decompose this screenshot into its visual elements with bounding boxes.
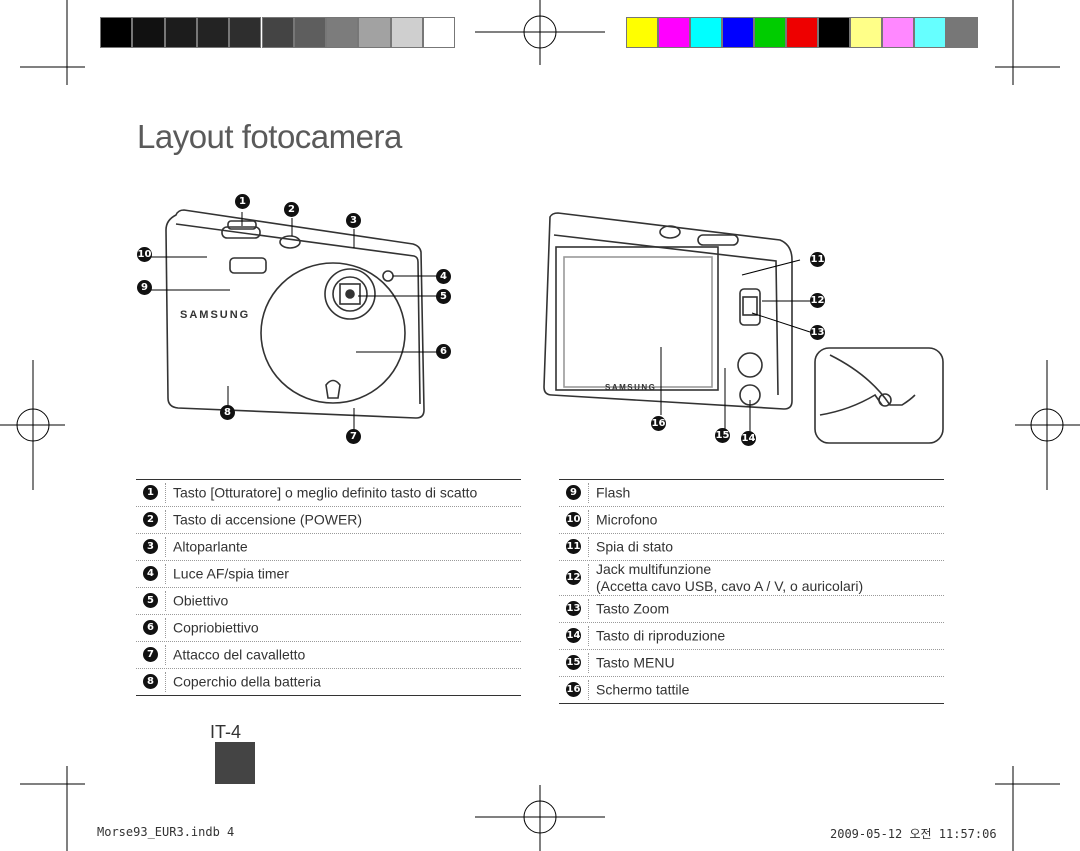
calibration-swatch (850, 17, 882, 48)
callout-11: 11 (810, 252, 825, 267)
callout-7: 7 (346, 429, 361, 444)
calibration-swatch (229, 17, 262, 48)
callout-3: 3 (346, 213, 361, 228)
callout-13: 13 (810, 325, 825, 340)
footer-datetime: 2009-05-12 오전 11:57:06 (830, 827, 997, 841)
legend-number: 4 (143, 566, 158, 581)
legend-number: 14 (566, 628, 581, 643)
calibration-swatch (390, 17, 423, 48)
calibration-swatch (132, 17, 165, 48)
calibration-swatch (326, 17, 359, 48)
camera-front-illustration: SAMSUNG (151, 209, 438, 430)
legend-row: 7 Attacco del cavalletto (136, 642, 521, 669)
calibration-swatch (196, 17, 230, 48)
legend-text: Flash (596, 484, 631, 501)
calibration-swatch (358, 17, 391, 48)
legend-text: Copriobiettivo (173, 619, 259, 636)
legend-number: 7 (143, 647, 158, 662)
calibration-swatch (818, 17, 850, 48)
legend-row: 6 Copriobiettivo (136, 615, 521, 642)
legend-row: 5 Obiettivo (136, 588, 521, 615)
legend-table-left: 1 Tasto [Otturatore] o meglio definito ta… (136, 479, 521, 696)
calibration-swatch (690, 17, 722, 48)
legend-number: 1 (143, 485, 158, 500)
footer-file-info: Morse93_EUR3.indb 4 (97, 825, 235, 839)
legend-number: 2 (143, 512, 158, 527)
legend-row: 12 Jack multifunzione(Accetta cavo USB, c… (559, 561, 944, 596)
legend-row: 9 Flash (559, 480, 944, 507)
legend-table-right: 9 Flash 10 Microfono 11 Spia di stato 12 Jack m… (559, 479, 944, 704)
legend-text: Jack multifunzione(Accetta cavo USB, cav… (596, 561, 864, 594)
calibration-swatch (946, 17, 978, 48)
page-title: Layout fotocamera (137, 118, 402, 155)
legend-text: Tasto Zoom (596, 600, 670, 617)
calibration-swatch (293, 17, 327, 48)
callout-16: 16 (651, 416, 666, 431)
brand-logo-back: SAMSUNG (605, 383, 656, 392)
legend-text: Altoparlante (173, 538, 248, 555)
callout-2: 2 (284, 202, 299, 217)
legend-number: 16 (566, 682, 581, 697)
legend-number: 6 (143, 620, 158, 635)
legend-row: 13 Tasto Zoom (559, 596, 944, 623)
legend-row: 8 Coperchio della batteria (136, 669, 521, 695)
legend-text: Tasto MENU (596, 654, 675, 671)
legend-number: 5 (143, 593, 158, 608)
legend-number: 3 (143, 539, 158, 554)
callout-4: 4 (436, 269, 451, 284)
legend-row: 3 Altoparlante (136, 534, 521, 561)
legend-text: Spia di stato (596, 538, 674, 555)
brand-logo-front: SAMSUNG (180, 309, 250, 321)
page-number: IT-4 (210, 722, 242, 742)
legend-number: 13 (566, 601, 581, 616)
legend-row: 10 Microfono (559, 507, 944, 534)
callout-15: 15 (715, 428, 730, 443)
legend-text: Schermo tattile (596, 681, 690, 698)
calibration-swatch (658, 17, 690, 48)
calibration-swatch (882, 17, 914, 48)
legend-row: 16 Schermo tattile (559, 677, 944, 703)
legend-row: 14 Tasto di riproduzione (559, 623, 944, 650)
legend-row: 4 Luce AF/spia timer (136, 561, 521, 588)
calibration-swatch (754, 17, 786, 48)
legend-row: 1 Tasto [Otturatore] o meglio definito ta… (136, 480, 521, 507)
legend-text: Microfono (596, 511, 658, 528)
legend-row: 2 Tasto di accensione (POWER) (136, 507, 521, 534)
legend-number: 11 (566, 539, 581, 554)
legend-text: Obiettivo (173, 592, 229, 609)
callout-14: 14 (741, 431, 756, 446)
legend-text: Tasto [Otturatore] o meglio definito tas… (173, 484, 478, 501)
legend-number: 9 (566, 485, 581, 500)
callout-10: 10 (137, 247, 152, 262)
camera-back-illustration: SAMSUNG (543, 212, 944, 444)
callout-5: 5 (436, 289, 451, 304)
calibration-swatch (261, 17, 294, 48)
callout-12: 12 (810, 293, 825, 308)
calibration-swatch (100, 17, 133, 48)
callout-9: 9 (137, 280, 152, 295)
legend-text: Attacco del cavalletto (173, 646, 306, 663)
legend-text: Tasto di accensione (POWER) (173, 511, 363, 528)
legend-text: Tasto di riproduzione (596, 627, 726, 644)
legend-number: 15 (566, 655, 581, 670)
legend-text: Luce AF/spia timer (173, 565, 289, 582)
callout-6: 6 (436, 344, 451, 359)
legend-number: 8 (143, 674, 158, 689)
legend-number: 12 (566, 570, 581, 585)
calibration-swatch (914, 17, 946, 48)
section-tab-marker (215, 742, 255, 784)
calibration-swatch (626, 17, 658, 48)
legend-row: 11 Spia di stato (559, 534, 944, 561)
legend-text: Coperchio della batteria (173, 673, 321, 690)
legend-row: 15 Tasto MENU (559, 650, 944, 677)
callout-8: 8 (220, 405, 235, 420)
calibration-swatch (423, 17, 456, 48)
calibration-swatch (786, 17, 818, 48)
calibration-swatch (164, 17, 197, 48)
calibration-swatch (722, 17, 754, 48)
callout-1: 1 (235, 194, 250, 209)
legend-number: 10 (566, 512, 581, 527)
